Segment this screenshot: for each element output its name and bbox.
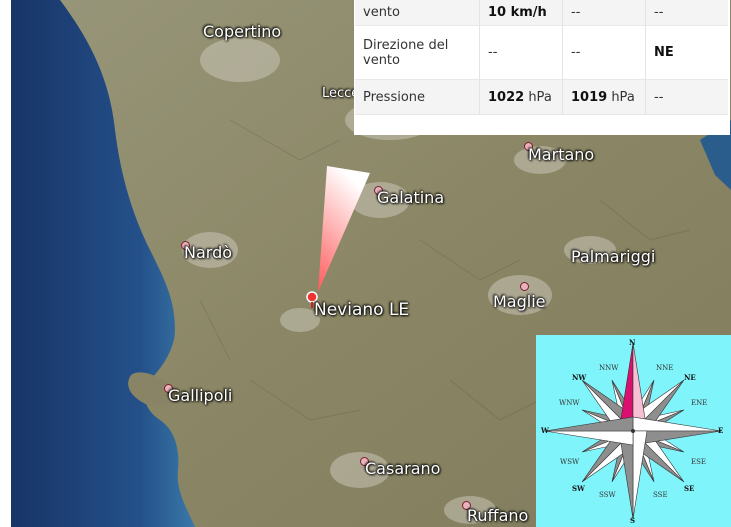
place-maglie: Maglie	[493, 292, 546, 311]
field-texture	[199, 119, 691, 421]
table-row-wind-direction: Direzione del vento -- -- NE	[355, 26, 728, 80]
rose-point-w-right	[544, 416, 634, 432]
compass-label-n: N	[629, 338, 636, 347]
place-casarano: Casarano	[365, 459, 441, 478]
rose-point-e-left	[632, 416, 722, 432]
weather-table: vento 10 km/h -- -- Direzione del vento …	[355, 0, 728, 115]
compass-label-sw: SW	[572, 484, 585, 493]
place-nardo: Nardò	[184, 243, 233, 262]
compass-label-nne: NNE	[656, 364, 674, 372]
row-label: vento	[355, 0, 479, 26]
pin-martano	[524, 142, 533, 151]
compass-label-nw: NW	[572, 373, 587, 382]
compass-rose-graphic	[544, 342, 722, 520]
pin-nardo	[181, 241, 190, 250]
cell-value: --	[562, 26, 645, 80]
cell-value: 10 km/h	[479, 0, 562, 26]
rose-point-w-left	[544, 430, 634, 446]
compass-label-ssw: SSW	[599, 491, 616, 499]
compass-label-nnw: NNW	[599, 364, 619, 372]
rose-center	[631, 429, 635, 433]
cell-value: NE	[645, 26, 728, 80]
gallipoli-peninsula	[128, 372, 175, 408]
pin-ruffano	[462, 501, 471, 510]
row-label: Direzione del vento	[355, 26, 479, 80]
cell-value: --	[645, 0, 728, 26]
east-coast-sea	[700, 120, 731, 190]
pin-galatina	[374, 186, 383, 195]
cell-value: --	[645, 80, 728, 115]
cell-value: --	[479, 26, 562, 80]
compass-label-sse: SSE	[653, 491, 668, 499]
compass-label-e: E	[718, 426, 724, 435]
place-neviano: Neviano LE	[314, 300, 410, 320]
pressure-value-1: 1022	[488, 89, 525, 105]
table-row-wind-speed: vento 10 km/h -- --	[355, 0, 728, 26]
place-palmariggi: Palmariggi	[571, 247, 656, 266]
compass-label-ene: ENE	[691, 399, 708, 407]
place-galatina: Galatina	[377, 188, 445, 207]
place-lecce: Lecce	[322, 86, 360, 101]
pressure-value-2: 1019	[571, 89, 608, 105]
neviano-marker	[306, 291, 318, 308]
compass-label-wsw: WSW	[560, 458, 580, 466]
table-row-pressure: Pressione 1022 hPa 1019 hPa --	[355, 80, 728, 115]
compass-label-wnw: WNW	[559, 399, 580, 407]
compass-label-s: S	[630, 516, 636, 525]
place-copertino: Copertino	[203, 22, 282, 41]
wind-direction-cone	[318, 166, 370, 292]
pin-gallipoli	[164, 384, 173, 393]
weather-table-panel: vento 10 km/h -- -- Direzione del vento …	[354, 0, 730, 135]
place-gallipoli: Gallipoli	[168, 386, 233, 405]
cell-value: 1019 hPa	[562, 80, 645, 115]
rose-point-s-left	[632, 430, 648, 520]
rose-cardinal-points	[544, 342, 722, 520]
row-label: Pressione	[355, 80, 479, 115]
compass-label-se: SE	[684, 484, 695, 493]
pin-maglie	[520, 282, 529, 291]
pin-casarano	[360, 457, 369, 466]
compass-label-w: W	[541, 426, 549, 435]
place-ruffano: Ruffano	[467, 506, 529, 525]
compass-label-ese: ESE	[691, 458, 707, 466]
compass-label-ne: NE	[684, 373, 696, 382]
sea-area	[11, 0, 195, 527]
cell-value: --	[562, 0, 645, 26]
compass-rose: N NNE NE ENE E ESE SE SSE S SSW SW WSW W…	[536, 335, 731, 527]
place-martano: Martano	[528, 145, 595, 164]
cell-value: 1022 hPa	[479, 80, 562, 115]
